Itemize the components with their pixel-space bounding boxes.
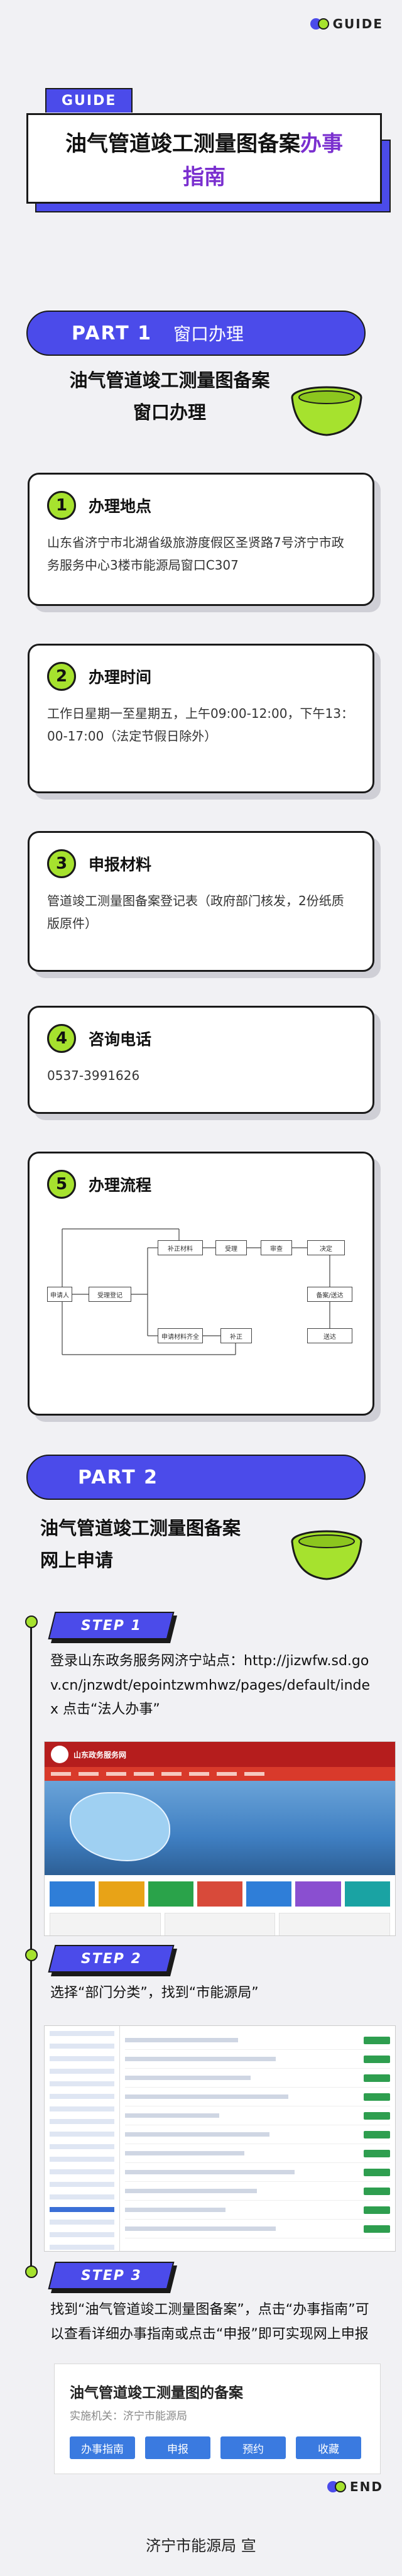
step1-tag: STEP 1 <box>48 1612 175 1639</box>
map-icon <box>70 1792 170 1861</box>
footer-text: 济宁市能源局 宣 <box>146 2537 256 2555</box>
part2-label: PART 2 <box>78 1466 158 1489</box>
bowl-icon <box>291 386 362 436</box>
flow-deliver: 送达 <box>307 1328 352 1343</box>
card-label: 办理地点 <box>89 497 152 515</box>
card-text: 工作日星期一至星期五，上午09:00-12:00，下午13：00-17:00（法… <box>47 706 354 744</box>
bowl-icon <box>291 1530 362 1580</box>
number-badge: 5 <box>47 1170 76 1199</box>
flow-submit: 受理登记 <box>89 1287 131 1302</box>
apply-button[interactable]: 申报 <box>145 2436 210 2459</box>
process-flowchart: 申请人 受理登记 补正材料 受理 审查 决定 备案/送达 申请材料齐全 补正 送… <box>47 1210 361 1361</box>
site-header: 山东政务服务网 <box>45 1742 395 1767</box>
card-location: 1 办理地点 山东省济宁市北湖省级旅游度假区圣贤路7号济宁市政务服务中心3楼市能源… <box>28 473 374 606</box>
dots-icon <box>327 2481 346 2492</box>
timeline-dot <box>25 1616 38 1628</box>
guide-mark: GUIDE <box>310 16 383 31</box>
hero-title-line2: 指南 <box>183 164 225 190</box>
site-lists <box>45 1913 395 1935</box>
hero-tab: GUIDE <box>45 88 133 113</box>
card-label: 咨询电话 <box>89 1030 152 1049</box>
timeline-dot <box>25 2265 38 2278</box>
part2-header: PART 2 <box>26 1455 366 1500</box>
service-title: 油气管道竣工测量图的备案 <box>70 2385 243 2401</box>
site-screenshot-2 <box>44 2025 396 2252</box>
end-word: END <box>349 2479 383 2494</box>
card-text: 山东省济宁市北湖省级旅游度假区圣贤路7号济宁市政务服务中心3楼市能源局窗口C30… <box>47 535 344 573</box>
site-logo-icon <box>51 1746 68 1763</box>
step3-text: 找到“油气管道竣工测量图备案”，点击“办事指南”可以查看详细办事指南或点击“申报… <box>50 2302 369 2342</box>
step2-tag: STEP 2 <box>48 1945 175 1973</box>
service-card: 油气管道竣工测量图的备案 实施机关：济宁市能源局 办事指南 申报 预约 收藏 <box>54 2364 381 2474</box>
card-label: 申报材料 <box>89 856 152 874</box>
phone-number: 0537-3991626 <box>47 1068 140 1083</box>
number-badge: 2 <box>47 662 76 691</box>
number-badge: 4 <box>47 1024 76 1053</box>
card-hours: 2 办理时间 工作日星期一至星期五，上午09:00-12:00，下午13：00-1… <box>28 644 374 793</box>
flow-check: 申请材料齐全 <box>158 1328 203 1343</box>
favorite-button[interactable]: 收藏 <box>296 2436 361 2459</box>
service-list <box>120 2026 395 2251</box>
part1-title: 油气管道竣工测量图备案 窗口办理 <box>69 370 270 423</box>
service-buttons: 办事指南 申报 预约 收藏 <box>70 2436 365 2459</box>
number-badge: 3 <box>47 849 76 878</box>
site-screenshot-1: 山东政务服务网 <box>44 1741 396 1936</box>
card-label: 办理时间 <box>89 668 152 686</box>
hero-card: 油气管道竣工测量图备案办事 指南 <box>26 113 382 204</box>
site-service-buttons <box>45 1875 395 1913</box>
timeline-dot <box>25 1949 38 1961</box>
card-label: 办理流程 <box>89 1176 152 1194</box>
card-phone: 4 咨询电话 0537-3991626 <box>28 1006 374 1114</box>
part2-title: 油气管道竣工测量图备案 网上申请 <box>40 1517 241 1571</box>
part1-label: PART 1 <box>72 322 152 344</box>
flow-review: 审查 <box>261 1240 292 1255</box>
part1-header: PART 1 窗口办理 <box>26 311 366 356</box>
card-text: 管道竣工测量图备案登记表（政府部门核发，2份纸质版原件） <box>47 893 344 931</box>
site-nav <box>45 1767 395 1781</box>
step1-text: 登录山东政务服务网济宁站点：http://jizwfw.sd.gov.cn/jn… <box>50 1653 371 1717</box>
site-banner <box>45 1781 395 1875</box>
flow-record: 备案/送达 <box>307 1287 352 1302</box>
hero-title-highlight: 办事 <box>300 131 343 157</box>
step2-text: 选择“部门分类”，找到“市能源局” <box>50 1985 259 2001</box>
flow-complete: 补正 <box>220 1328 252 1343</box>
end-mark: END <box>327 2479 383 2494</box>
appointment-button[interactable]: 预约 <box>220 2436 286 2459</box>
service-org: 实施机关：济宁市能源局 <box>70 2410 187 2423</box>
number-badge: 1 <box>47 491 76 520</box>
flow-applicant: 申请人 <box>47 1287 72 1302</box>
flow-lines <box>62 1228 330 1355</box>
dots-icon <box>310 18 329 30</box>
step3-tag: STEP 3 <box>48 2262 175 2289</box>
flow-supplement: 补正材料 <box>158 1240 203 1255</box>
part1-sub: 窗口办理 <box>173 324 244 344</box>
card-materials: 3 申报材料 管道竣工测量图备案登记表（政府部门核发，2份纸质版原件） <box>28 831 374 972</box>
guide-button[interactable]: 办事指南 <box>70 2436 135 2459</box>
site-name: 山东政务服务网 <box>73 1750 127 1759</box>
department-list <box>45 2026 120 2251</box>
guide-word: GUIDE <box>332 16 383 31</box>
flow-approve: 决定 <box>307 1240 345 1255</box>
card-process: 5 办理流程 <box>28 1152 374 1416</box>
hero-title: 油气管道竣工测量图备案办事 指南 <box>65 131 343 190</box>
flow-pass: 受理 <box>215 1240 247 1255</box>
